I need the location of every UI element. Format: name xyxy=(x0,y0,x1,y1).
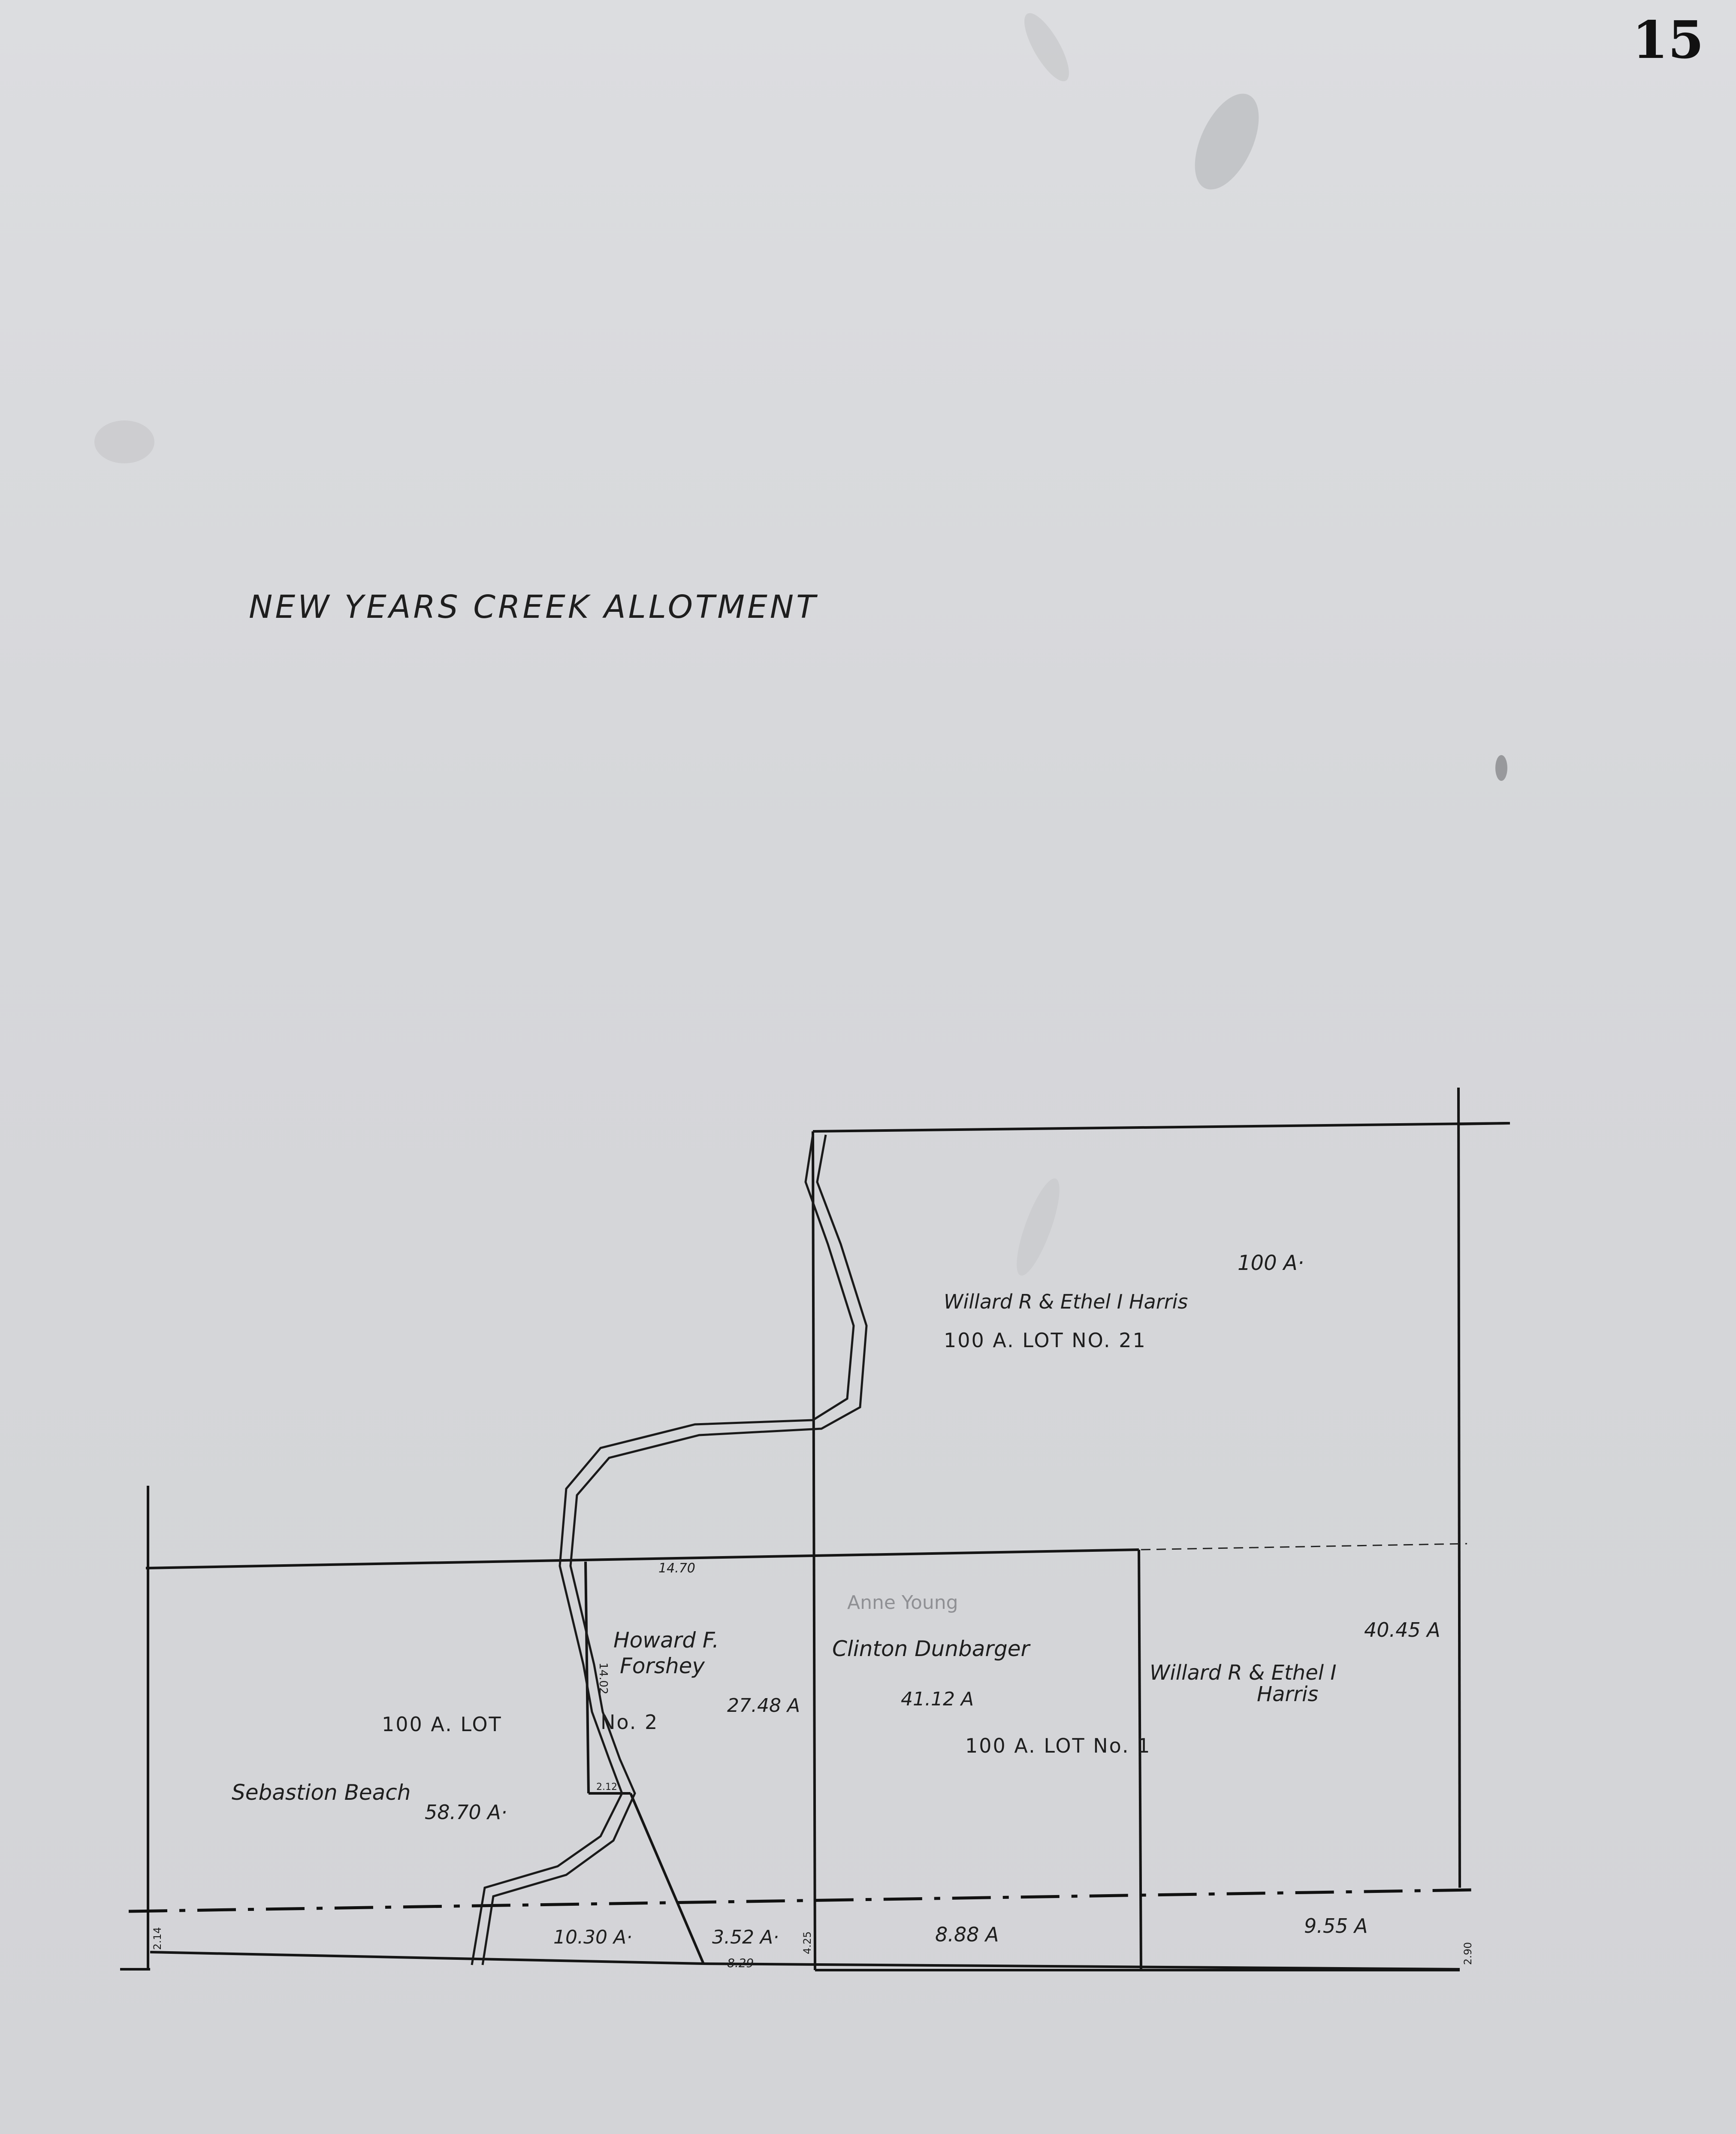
road-centerline xyxy=(128,1888,1472,1913)
beach-acreage: 58.70 A· xyxy=(425,1801,507,1824)
map-title: NEW YEARS CREEK ALLOTMENT xyxy=(249,589,818,626)
harris-acreage: 40.45 A xyxy=(1364,1618,1440,1641)
forshey-owner-line2: Forshey xyxy=(620,1653,705,1678)
lot21-top-boundary xyxy=(812,1122,1508,1133)
forshey-diagonal xyxy=(629,1792,705,1965)
forshey-acreage: 27.48 A xyxy=(727,1695,800,1717)
beach-owner: Sebastion Beach xyxy=(232,1780,411,1805)
lot21-label: 100 A. LOT NO. 21 xyxy=(944,1329,1147,1352)
lot1-strip-acreage-a: 8.88 A xyxy=(935,1923,999,1946)
east-boundary xyxy=(1457,1087,1461,1888)
erased-owner-text: Anne Young xyxy=(847,1592,958,1614)
creek-bank-east xyxy=(481,1134,868,1965)
sheet-number: 15 xyxy=(1632,10,1704,70)
east-top-tick xyxy=(1458,1122,1510,1125)
forshey-owner-line1: Howard F. xyxy=(613,1628,719,1653)
dimension-top-lot2: 14.70 xyxy=(658,1561,695,1576)
lot2-label-left: 100 A. LOT xyxy=(382,1713,502,1736)
lot2-strip-acreage-b: 3.52 A· xyxy=(712,1926,779,1948)
lot1-strip-acreage-b: 9.55 A xyxy=(1304,1914,1368,1938)
dunbarger-acreage: 41.12 A xyxy=(901,1688,974,1710)
creek xyxy=(471,1134,868,1965)
parcel-boundaries xyxy=(120,1087,1510,1971)
forshey-west-line xyxy=(584,1561,590,1794)
lot21-acreage: 100 A· xyxy=(1238,1251,1304,1275)
lot2-strip-acreage-a: 10.30 A· xyxy=(553,1926,632,1948)
lot1-label: 100 A. LOT No. 1 xyxy=(965,1734,1151,1757)
dimension-vertical-left: 2.14 xyxy=(151,1927,163,1950)
dimension-bottom-mid: 8.29 xyxy=(727,1956,754,1970)
dimension-small-notch: 2.12 xyxy=(596,1782,617,1792)
lot2-top-boundary xyxy=(145,1548,1139,1569)
south-boundary-west xyxy=(150,1951,704,1965)
paper-stains xyxy=(94,13,1507,1276)
lot21-west-boundary xyxy=(812,1131,816,1971)
lot21-owners: Willard R & Ethel I Harris xyxy=(944,1290,1188,1313)
dimension-vertical-creek: 14.02 xyxy=(597,1662,610,1694)
harris-owner-line1: Willard R & Ethel I xyxy=(1150,1661,1337,1685)
dimension-vertical-right: 2.90 xyxy=(1462,1942,1474,1965)
dashed-parcel-line xyxy=(1141,1543,1467,1551)
lot1-inner-boundary xyxy=(1138,1549,1142,1971)
lot2-label-right: No. 2 xyxy=(601,1711,658,1734)
dimension-vertical-mid: 4.25 xyxy=(801,1931,813,1954)
south-boundary-east xyxy=(703,1962,1460,1971)
harris-owner-line2: Harris xyxy=(1257,1682,1318,1706)
dunbarger-owner: Clinton Dunbarger xyxy=(832,1636,1031,1661)
creek-bank-west xyxy=(471,1134,855,1965)
